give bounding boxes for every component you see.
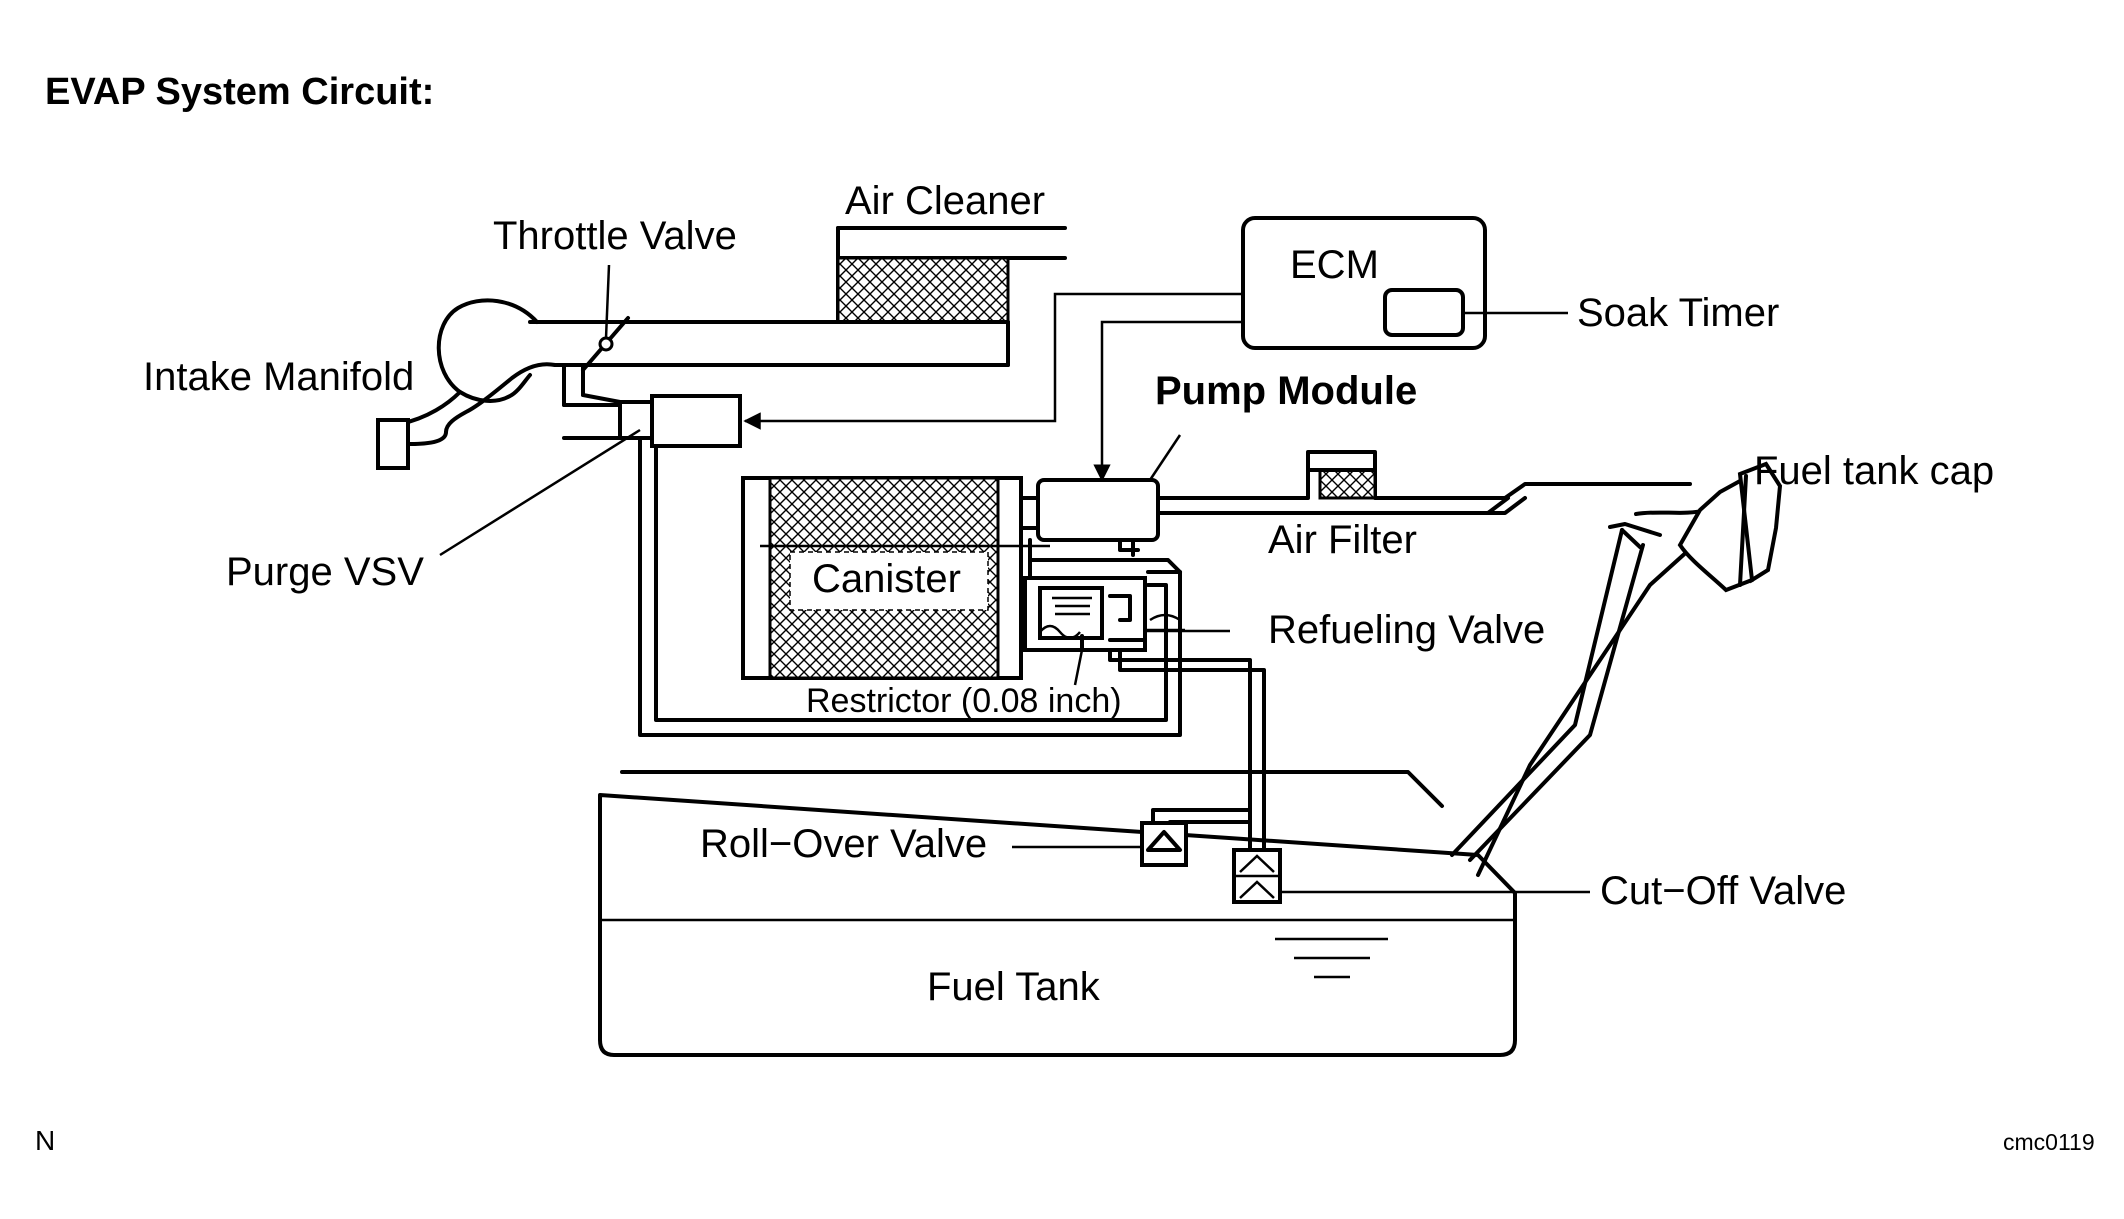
refueling-valve-label: Refueling Valve <box>1268 608 1545 652</box>
intake-manifold-label: Intake Manifold <box>143 355 414 399</box>
throttle-valve-label: Throttle Valve <box>493 214 737 258</box>
roll-over-valve <box>1012 808 1252 867</box>
purge-vsv-label: Purge VSV <box>226 550 424 594</box>
cut-off-valve-label: Cut−Off Valve <box>1600 869 1846 913</box>
air-cleaner-label: Air Cleaner <box>845 179 1045 223</box>
fuel-tank-label: Fuel Tank <box>927 965 1101 1009</box>
filler-neck <box>1450 508 1722 877</box>
vapor-line <box>1108 648 1266 852</box>
restrictor-label: Restrictor (0.08 inch) <box>806 682 1122 720</box>
purge-vsv <box>562 363 742 448</box>
leader-lines <box>439 428 1230 633</box>
ecm-signal-lines <box>743 292 1243 482</box>
throttle-body-duct <box>528 320 1010 367</box>
canister: Canister <box>741 476 1050 680</box>
air-cleaner <box>836 226 1067 324</box>
soak-timer-label: Soak Timer <box>1577 291 1779 335</box>
canister-label: Canister <box>812 557 961 601</box>
ecm: ECM <box>1241 216 1568 350</box>
pump-module: Pump Module <box>1019 369 1417 542</box>
refueling-valve <box>1019 576 1185 686</box>
ecm-label: ECM <box>1290 243 1379 287</box>
fuel-tank-cap <box>1677 461 1783 593</box>
diagram-title: EVAP System Circuit: <box>45 71 434 113</box>
roll-over-valve-label: Roll−Over Valve <box>700 822 987 866</box>
footer-mark: N <box>35 1125 55 1156</box>
soak-timer-box <box>1383 288 1465 337</box>
intake-manifold <box>376 298 557 470</box>
purge-line <box>638 436 1182 737</box>
cut-off-valve <box>1232 848 1590 904</box>
throttle-valve <box>581 264 630 372</box>
pump-tubes <box>1028 538 1182 580</box>
fuel-tank-cap-label: Fuel tank cap <box>1754 449 1994 493</box>
figure-code: cmc0119 <box>2003 1129 2095 1155</box>
air-filter-label: Air Filter <box>1268 518 1417 562</box>
pump-module-label: Pump Module <box>1155 369 1417 413</box>
fresh-air-line <box>1156 450 1692 515</box>
fuel-tank: Fuel Tank <box>598 770 1517 1057</box>
